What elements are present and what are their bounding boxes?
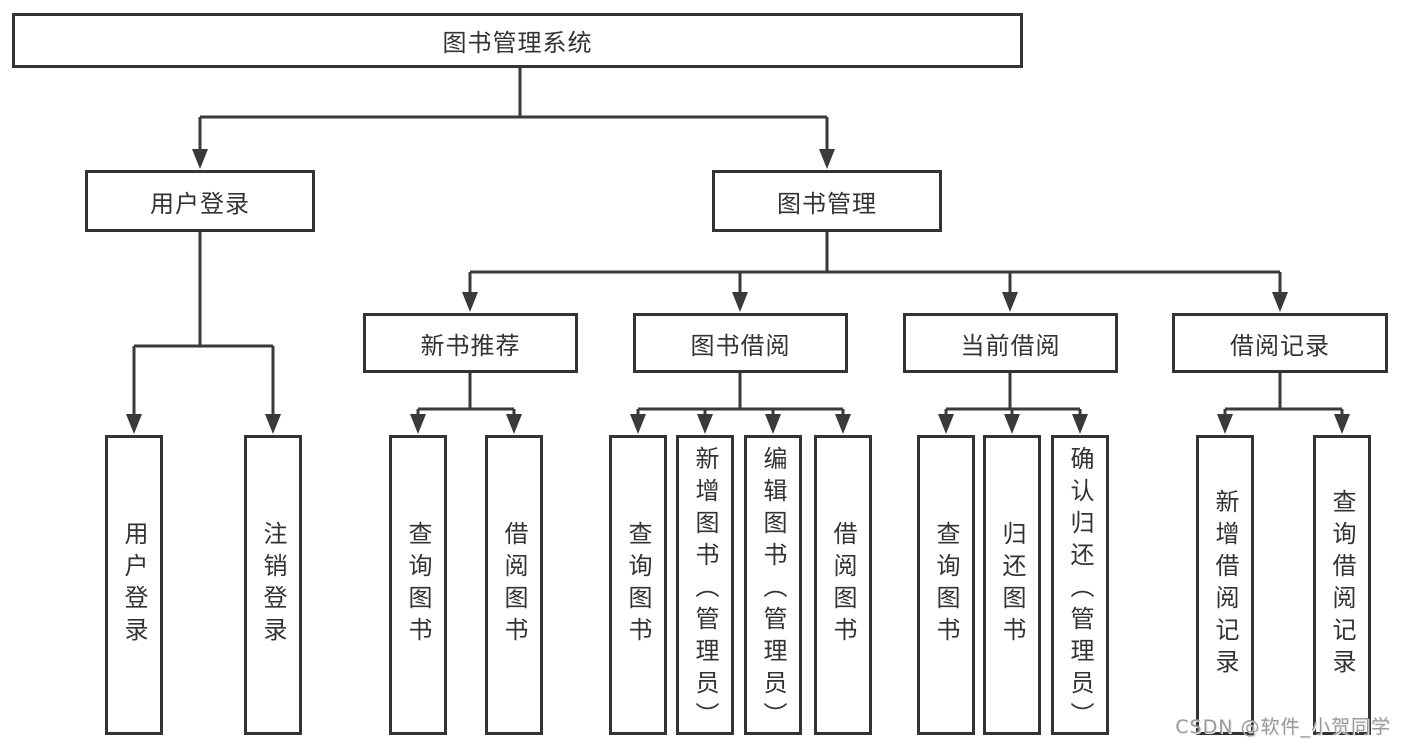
node-label: 借阅图书 — [500, 521, 528, 649]
arrow-down-icon — [732, 292, 748, 312]
arrow-down-icon — [819, 149, 835, 169]
node-label: 归还图书 — [998, 521, 1026, 649]
leaf-return-books: 归还图书 — [983, 435, 1041, 735]
node-label: 查询借阅记录 — [1328, 489, 1356, 681]
leaf-user-login: 用户登录 — [105, 435, 163, 735]
node-label: 图书管理系统 — [442, 29, 593, 57]
node-label: 借阅图书 — [829, 521, 857, 649]
leaf-logout: 注销登录 — [244, 435, 302, 735]
arrow-down-icon — [126, 414, 142, 434]
arrow-down-icon — [1072, 414, 1088, 434]
connector-bookborrow-to-leaves — [636, 373, 845, 418]
node-label: 当前借阅 — [960, 331, 1061, 360]
node-user-login: 用户登录 — [85, 170, 315, 232]
arrow-down-icon — [1004, 414, 1020, 434]
leaf-query-borrow-record: 查询借阅记录 — [1313, 435, 1371, 735]
leaf-borrow-books: 借阅图书 — [814, 435, 872, 735]
connector-currentborrow-to-leaves — [944, 373, 1082, 418]
leaf-borrow-books: 借阅图书 — [485, 435, 543, 735]
node-label: 新书推荐 — [420, 331, 521, 360]
node-label: 查询图书 — [932, 521, 960, 649]
node-label: 图书管理 — [777, 189, 877, 218]
node-book-borrowing: 图书借阅 — [633, 313, 848, 373]
leaf-query-books: 查询图书 — [917, 435, 975, 735]
node-book-management: 图书管理 — [712, 170, 942, 232]
node-label: 新增图书（管理员） — [691, 446, 719, 734]
csdn-watermark: CSDN @软件_小贺同学 — [1175, 716, 1391, 738]
arrow-down-icon — [462, 292, 478, 312]
node-label: 编辑图书（管理员） — [759, 446, 787, 734]
arrow-down-icon — [410, 414, 426, 434]
connector-newbooks-to-leaves — [416, 373, 516, 418]
leaf-add-book-admin: 新增图书（管理员） — [676, 435, 734, 735]
connector-userlogin-to-leaves — [132, 232, 275, 418]
leaf-add-borrow-record: 新增借阅记录 — [1196, 435, 1254, 735]
arrow-down-icon — [506, 414, 522, 434]
arrow-down-icon — [1217, 414, 1233, 434]
node-borrowing-records: 借阅记录 — [1172, 313, 1388, 373]
node-library-system: 图书管理系统 — [12, 13, 1023, 68]
arrow-down-icon — [765, 414, 781, 434]
connector-records-to-leaves — [1223, 373, 1344, 418]
node-current-borrowing: 当前借阅 — [903, 313, 1118, 373]
node-new-book-recommend: 新书推荐 — [363, 313, 578, 373]
node-label: 新增借阅记录 — [1211, 489, 1239, 681]
node-label: 用户登录 — [150, 189, 250, 218]
node-label: 图书借阅 — [690, 331, 791, 360]
arrow-down-icon — [1272, 292, 1288, 312]
node-label: 用户登录 — [120, 521, 148, 649]
node-label: 借阅记录 — [1230, 331, 1330, 360]
node-label: 查询图书 — [624, 521, 652, 649]
arrow-down-icon — [192, 149, 208, 169]
leaf-query-books: 查询图书 — [609, 435, 667, 735]
leaf-edit-book-admin: 编辑图书（管理员） — [744, 435, 802, 735]
arrow-down-icon — [835, 414, 851, 434]
leaf-query-books: 查询图书 — [389, 435, 447, 735]
arrow-down-icon — [1002, 292, 1018, 312]
arrow-down-icon — [1334, 414, 1350, 434]
arrow-down-icon — [630, 414, 646, 434]
node-label: 查询图书 — [404, 521, 432, 649]
node-label: 确认归还（管理员） — [1066, 446, 1094, 734]
arrow-down-icon — [697, 414, 713, 434]
arrow-down-icon — [265, 414, 281, 434]
leaf-confirm-return-admin: 确认归还（管理员） — [1051, 435, 1109, 735]
node-label: 注销登录 — [259, 521, 287, 649]
connector-root-to-level2 — [198, 68, 829, 152]
arrow-down-icon — [938, 414, 954, 434]
connector-bookmgmt-to-level3 — [468, 232, 1282, 296]
